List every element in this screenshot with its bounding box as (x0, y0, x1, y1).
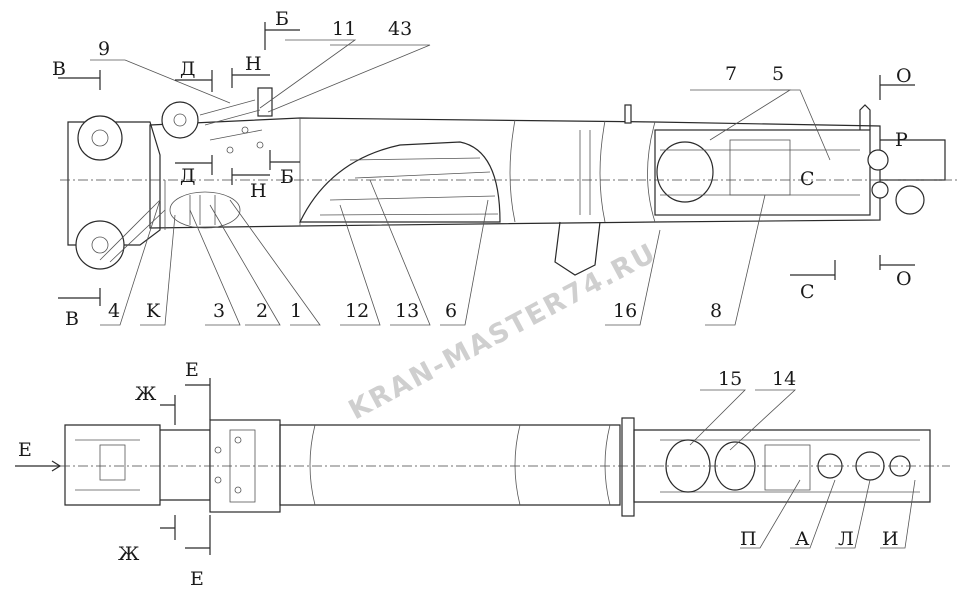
part-label-5: 5 (772, 63, 784, 85)
boom-outline (149, 117, 881, 229)
heel-pin-upper (77, 115, 123, 161)
part-label-a: А (795, 528, 810, 550)
part-label-1: 1 (290, 300, 302, 322)
heel-pin-lower (75, 220, 125, 270)
section-label-b-top: Б (275, 8, 289, 30)
section-label-e-top: Е (185, 359, 199, 381)
bottom-view-labels: 15 14 П А Л И Е Ж Е Ж Е (18, 359, 899, 590)
section-label-o-bottom: О (896, 268, 912, 290)
part-label-15: 15 (718, 368, 742, 390)
part-label-4: 4 (108, 300, 120, 322)
boom-section-break-1 (509, 119, 516, 223)
part-label-14: 14 (772, 368, 796, 390)
part-label-11: 11 (332, 18, 356, 40)
part-label-13: 13 (395, 300, 419, 322)
section-label-s-inner: С (800, 168, 815, 190)
top-view-leaders (58, 22, 915, 326)
boom-heel (67, 121, 161, 246)
bottom-view-leaders (15, 378, 916, 555)
part-label-12: 12 (345, 300, 369, 322)
section-label-zh-top: Ж (135, 383, 157, 405)
section-label-d-top: Д (180, 58, 195, 80)
bottom-head (633, 429, 931, 503)
part-label-p: П (740, 528, 757, 550)
bottom-boom (279, 424, 621, 506)
section-label-v-bottom: В (65, 308, 79, 330)
section-label-v-top: В (52, 58, 66, 80)
watermark: KRAN-MASTER74.RU (344, 237, 662, 426)
section-label-s-bottom: С (800, 281, 815, 303)
part-label-2: 2 (256, 300, 268, 322)
boom-section-break-3 (647, 121, 656, 223)
pulley (161, 101, 199, 139)
section-label-n-top: Н (245, 53, 262, 75)
boom-section-break-2 (599, 120, 606, 223)
part-label-43: 43 (388, 18, 412, 40)
section-label-e-bottom: Е (190, 568, 204, 590)
section-label-d-bottom: Д (180, 165, 195, 187)
section-label-zh-bottom: Ж (118, 543, 140, 565)
part-label-16: 16 (613, 300, 637, 322)
part-label-i: И (882, 528, 899, 550)
detail-k-ellipse (169, 191, 241, 229)
part-label-k: K (146, 300, 161, 322)
section-label-e-left: Е (18, 439, 32, 461)
bottom-view (60, 417, 950, 517)
bottom-heel (64, 424, 161, 506)
part-label-8: 8 (710, 300, 722, 322)
part-label-9: 9 (98, 38, 110, 60)
part-label-3: 3 (213, 300, 225, 322)
part-label-l: Л (838, 528, 854, 550)
part-label-6: 6 (445, 300, 457, 322)
section-label-r: Р (895, 129, 908, 151)
top-view-labels: 9 11 43 7 5 4 K 3 2 1 12 13 6 16 8 В Д Н… (52, 8, 912, 330)
section-label-o-top: О (896, 65, 912, 87)
top-view (60, 87, 960, 276)
section-label-b-bottom: Б (280, 166, 294, 188)
part-label-7: 7 (725, 63, 737, 85)
inner-section-cutaway (299, 141, 501, 223)
section-label-n-bottom: Н (250, 180, 267, 202)
